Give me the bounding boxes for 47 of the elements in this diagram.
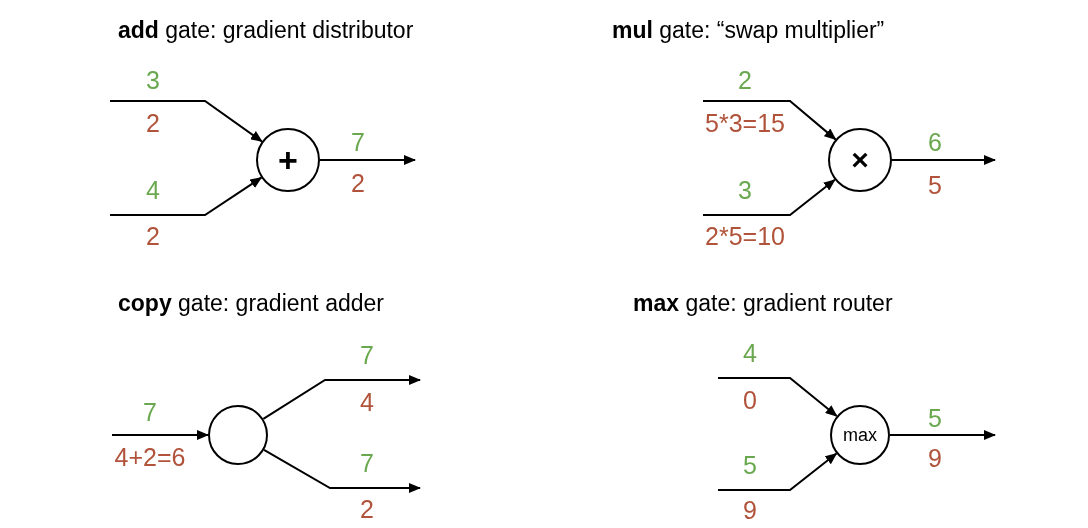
- arrow: [889, 430, 996, 440]
- gradient-value: 2: [146, 110, 160, 136]
- gradient-value: 2*5=10: [705, 223, 785, 249]
- forward-value: 4: [743, 340, 757, 366]
- gate-circle: [256, 128, 320, 192]
- gate-symbol: max: [843, 426, 877, 444]
- gradient-value: 2: [146, 223, 160, 249]
- forward-value: 5: [743, 452, 757, 478]
- forward-value: 3: [738, 177, 752, 203]
- forward-value: 5: [928, 405, 942, 431]
- gradient-value: 9: [743, 497, 757, 523]
- forward-value: 6: [928, 129, 942, 155]
- forward-value: 7: [360, 342, 374, 368]
- arrow: [109, 176, 263, 216]
- forward-value: 7: [360, 450, 374, 476]
- panel-heading: add gate: gradient distributor: [118, 16, 414, 44]
- forward-value: 3: [146, 67, 160, 93]
- forward-value: 7: [143, 399, 157, 425]
- gate-circle: [828, 128, 892, 192]
- arrow: [111, 430, 209, 440]
- arrow: [717, 377, 838, 418]
- gate-circle: [830, 405, 890, 465]
- gradient-value: 2: [360, 496, 374, 522]
- panel-heading: copy gate: gradient adder: [118, 289, 384, 317]
- panel-heading: max gate: gradient router: [633, 289, 893, 317]
- gate-circle: [208, 405, 268, 465]
- arrow: [263, 449, 421, 493]
- arrow: [109, 100, 263, 143]
- forward-value: 4: [146, 177, 160, 203]
- panel-heading: mul gate: “swap multiplier”: [612, 16, 885, 44]
- gradient-value: 5*3=15: [705, 110, 785, 136]
- arrow: [319, 155, 416, 165]
- arrow: [702, 178, 836, 216]
- gradient-value: 4: [360, 389, 374, 415]
- gradient-value: 5: [928, 172, 942, 198]
- arrow: [717, 452, 838, 491]
- gradient-value: 9: [928, 445, 942, 471]
- arrow: [262, 375, 421, 420]
- arrow: [702, 100, 837, 141]
- gate-symbol: +: [278, 143, 298, 177]
- gradient-value: 0: [743, 387, 757, 413]
- forward-value: 2: [738, 67, 752, 93]
- gradient-value: 2: [351, 170, 365, 196]
- gradient-value: 4+2=6: [114, 444, 186, 470]
- forward-value: 7: [351, 129, 365, 155]
- arrow: [891, 155, 996, 165]
- gate-symbol: ×: [851, 145, 869, 175]
